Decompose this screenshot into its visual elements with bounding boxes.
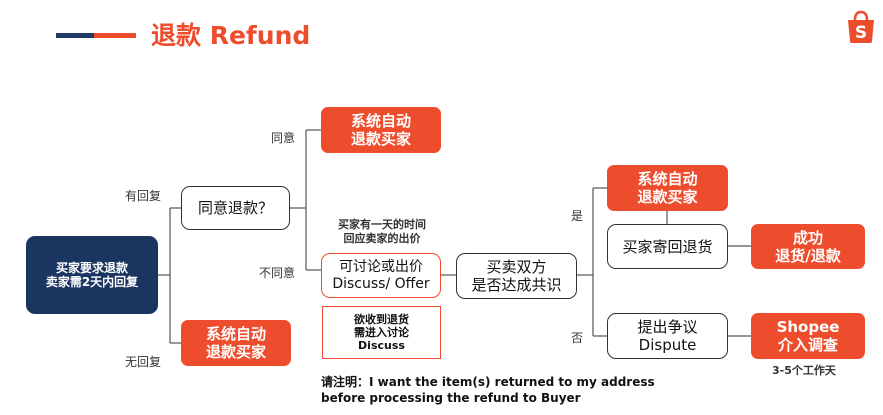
footnote: 请注明：I want the item(s) returned to my ad… — [321, 375, 655, 406]
auto-refund-top-node: 系统自动 退款买家 — [321, 107, 441, 153]
shopee-bag-icon: S — [845, 10, 877, 44]
label-disagree: 不同意 — [259, 266, 296, 280]
dispute-node: 提出争议 Dispute — [607, 313, 728, 359]
label-no: 否 — [571, 331, 584, 345]
discuss-offer-node: 可讨论或出价 Discuss/ Offer — [321, 253, 441, 298]
header-bar-navy — [56, 33, 94, 38]
consensus-node: 买卖双方 是否达成共识 — [456, 253, 577, 299]
label-agree: 同意 — [271, 131, 296, 145]
label-no-reply: 无回复 — [125, 355, 162, 369]
page-title: 退款 Refund — [151, 21, 311, 50]
agree-refund-node: 同意退款？ — [181, 186, 290, 230]
start-node: 买家要求退款 卖家需2天内回复 — [26, 236, 158, 314]
workdays-label: 3-5个工作天 — [772, 364, 836, 377]
label-yes: 是 — [571, 209, 584, 223]
header-bar-orange — [94, 33, 136, 38]
shopee-investigate-node: Shopee 介入调查 — [751, 313, 865, 359]
buyer-return-node: 买家寄回退货 — [607, 224, 728, 269]
auto-refund-right-node: 系统自动 退款买家 — [607, 165, 728, 211]
success-node: 成功 退货/退款 — [751, 224, 865, 269]
label-replied: 有回复 — [125, 189, 162, 203]
logo-letter: S — [855, 23, 867, 43]
auto-refund-bottom-node: 系统自动 退款买家 — [181, 320, 291, 366]
buyer-time-note: 买家有一天的时间 回应卖家的出价 — [338, 218, 426, 245]
return-note-box: 欲收到退货 需进入讨论 Discuss — [322, 306, 441, 359]
